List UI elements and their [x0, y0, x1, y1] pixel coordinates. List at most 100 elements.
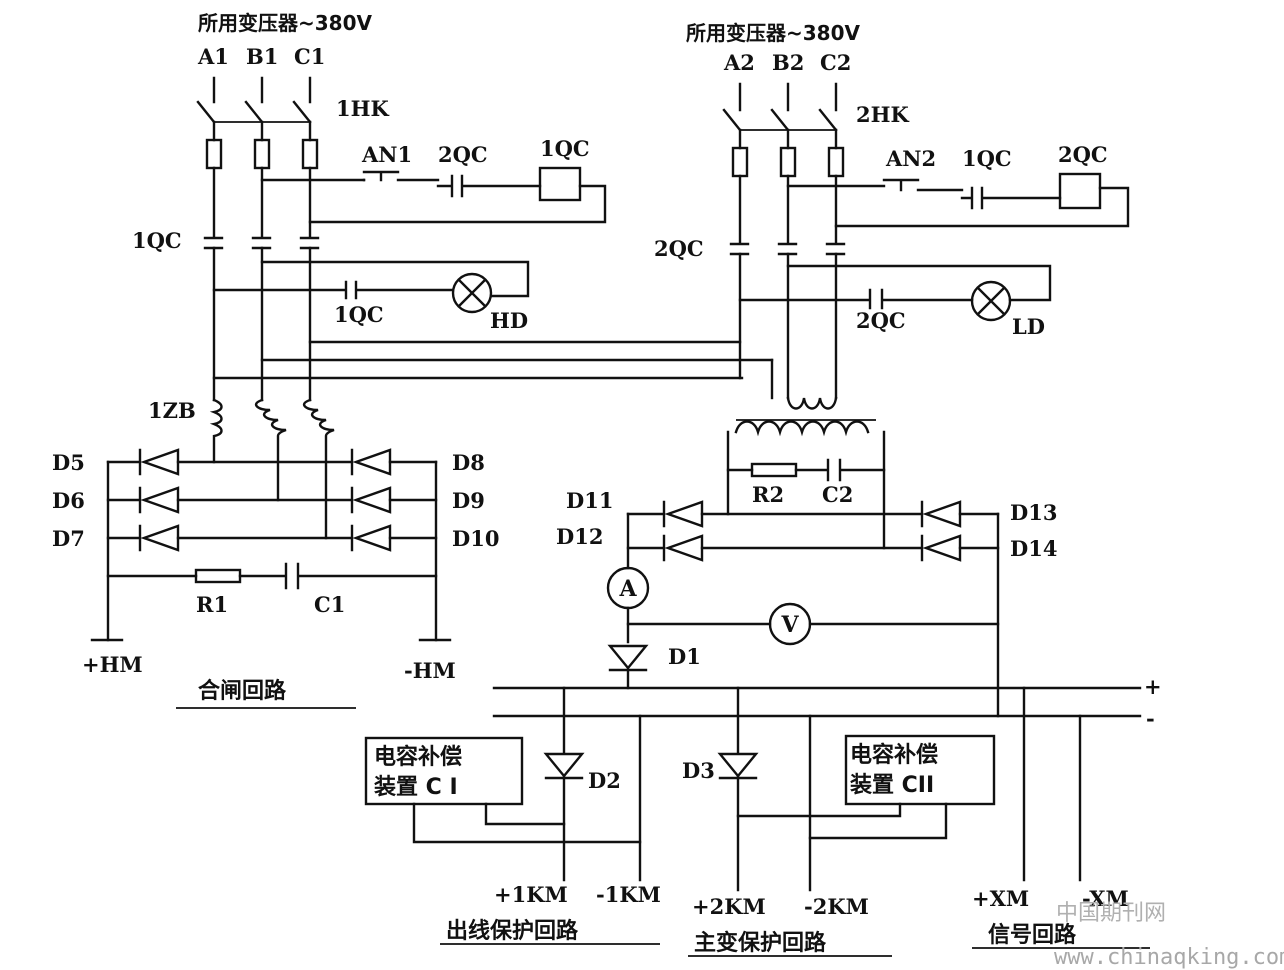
signal-circuit: +XM -XM 信号回路 — [972, 686, 1150, 949]
coil-1qc-label: 1QC — [540, 136, 590, 161]
outgoing-protection-caption: 出线保护回路 — [446, 918, 579, 944]
bus-plus-label: + — [1144, 674, 1162, 699]
d11-label: D11 — [566, 488, 613, 513]
diode-d8 — [350, 448, 392, 476]
diode-d9 — [350, 486, 392, 514]
ct-coil-b — [254, 398, 287, 502]
voltmeter-label: V — [780, 612, 799, 638]
indicator-lamp-hd — [451, 272, 493, 314]
diode-d6 — [138, 486, 180, 514]
d7-label: D7 — [52, 526, 85, 551]
closing-circuit-caption: 合闸回路 — [198, 678, 287, 704]
diode-d2 — [543, 752, 585, 780]
phase-b1-label: B1 — [246, 44, 278, 69]
transformer-primary — [786, 396, 838, 410]
contactor-2qc-label: 2QC — [654, 236, 704, 261]
d5-label: D5 — [52, 450, 85, 475]
voltmeter — [768, 602, 812, 646]
plus-xm-label: +XM — [972, 886, 1029, 911]
diode-d13 — [920, 500, 962, 528]
button-an1-label: AN1 — [361, 142, 412, 167]
r1-label: R1 — [196, 592, 228, 617]
ct-1zb-label: 1ZB — [148, 398, 196, 423]
lamp-ld-label: LD — [1012, 314, 1045, 339]
ammeter-label: A — [618, 576, 637, 602]
minus-2km-label: -2KM — [804, 894, 869, 919]
watermark-url: www.chinaqking.com — [1054, 945, 1284, 970]
switch-2hk-label: 2HK — [856, 102, 909, 127]
compensation-c1-line2: 装置 C I — [374, 775, 458, 800]
signal-circuit-caption: 信号回路 — [988, 922, 1077, 948]
fuse-a2 — [731, 146, 749, 178]
d2-label: D2 — [588, 768, 621, 793]
outgoing-protection: D2 电容补偿 装置 C I +1KM -1KM 出线保护回路 — [364, 686, 661, 945]
left-supply: 所用变压器~380V A1 B1 C1 1HK AN1 2QC 1QC 1QC — [132, 11, 774, 540]
compensation-device-c2 — [844, 734, 996, 806]
main-transformer-protection-caption: 主变保护回路 — [694, 930, 827, 956]
left-transformer-title: 所用变压器~380V — [198, 11, 373, 35]
fuse-c2 — [827, 146, 845, 178]
button-an2-label: AN2 — [885, 146, 936, 171]
indicator-lamp-ld — [970, 280, 1012, 322]
aux-1qc-label: 1QC — [334, 302, 384, 327]
diode-d11 — [662, 500, 704, 528]
rectifier-bridge: R2 C2 D11 D12 D13 D14 A V D1 — [556, 430, 1057, 718]
phase-c2-label: C2 — [820, 50, 851, 75]
c1-label: C1 — [314, 592, 345, 617]
dc-bus: + - — [492, 674, 1162, 731]
interlock-1qc-label: 1QC — [962, 146, 1012, 171]
bus-minus-label: - — [1146, 706, 1155, 731]
d6-label: D6 — [52, 488, 85, 513]
diode-d10 — [350, 524, 392, 552]
d12-label: D12 — [556, 524, 603, 549]
minus-xm-label: -XM — [1082, 886, 1129, 911]
main-transformer-protection: D3 电容补偿 装置 CII +2KM -2KM 主变保护回路 — [682, 686, 996, 957]
compensation-c2-line1: 电容补偿 — [850, 742, 938, 768]
ct-coil-a — [209, 398, 223, 464]
phase-b2-label: B2 — [772, 50, 804, 75]
phase-a2-label: A2 — [723, 50, 755, 75]
plus-2km-label: +2KM — [692, 894, 766, 919]
diode-d5 — [138, 448, 180, 476]
switch-1hk-label: 1HK — [336, 96, 389, 121]
diode-d7 — [138, 524, 180, 552]
minus-1km-label: -1KM — [596, 882, 661, 907]
c2-label: C2 — [822, 482, 853, 507]
diode-d14 — [920, 534, 962, 562]
closing-circuit: D5 D6 D7 D8 D9 D10 R1 C1 +HM -HM 合闸回路 — [52, 448, 499, 709]
plus-1km-label: +1KM — [494, 882, 568, 907]
diode-d12 — [662, 534, 704, 562]
compensation-device-c1 — [364, 736, 524, 806]
ammeter — [606, 566, 650, 610]
compensation-c1-line1: 电容补偿 — [374, 744, 462, 770]
lamp-hd-label: HD — [490, 308, 528, 333]
phase-a1-label: A1 — [197, 44, 229, 69]
d13-label: D13 — [1010, 500, 1057, 525]
d8-label: D8 — [452, 450, 485, 475]
fuse-b2 — [779, 146, 797, 178]
watermark-name: 中国期刊网 — [1056, 901, 1166, 926]
d14-label: D14 — [1010, 536, 1057, 561]
aux-2qc-label: 2QC — [856, 308, 906, 333]
resistor-r2 — [750, 462, 798, 478]
coil-1qc — [538, 166, 582, 202]
r2-label: R2 — [752, 482, 784, 507]
transformer-secondary — [734, 420, 870, 437]
interlock-2qc-label: 2QC — [438, 142, 488, 167]
contactor-1qc-label: 1QC — [132, 228, 182, 253]
d10-label: D10 — [452, 526, 499, 551]
diode-d1 — [607, 644, 649, 672]
phase-c1-label: C1 — [294, 44, 325, 69]
right-supply: 所用变压器~380V A2 B2 C2 2HK AN2 1QC 2QC 2QC … — [654, 21, 1130, 437]
coil-2qc-label: 2QC — [1058, 142, 1108, 167]
ct-coil-c — [302, 398, 335, 540]
fuse-c1 — [301, 138, 319, 170]
coil-2qc — [1058, 172, 1102, 210]
resistor-r1 — [194, 568, 242, 584]
compensation-c2-line2: 装置 CII — [850, 773, 934, 798]
minus-hm-label: -HM — [404, 658, 456, 683]
d1-label: D1 — [668, 644, 701, 669]
d3-label: D3 — [682, 758, 715, 783]
d9-label: D9 — [452, 488, 485, 513]
